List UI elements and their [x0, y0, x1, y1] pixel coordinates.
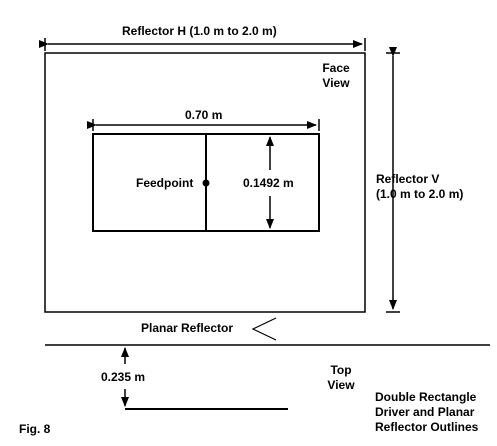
figure-caption-line-1: Double Rectangle [375, 390, 477, 404]
planar-reflector-arrowhead [251, 317, 277, 341]
reflector-v-line-2: (1.0 m to 2.0 m) [376, 187, 464, 201]
face-view-line-1: Face [322, 61, 350, 75]
top-view-line-2: View [327, 378, 355, 392]
figure-caption-line-3: Reflector Outlines [375, 420, 479, 434]
figure-caption: Double Rectangle Driver and Planar Refle… [375, 390, 478, 435]
top-view-label: Top View [321, 363, 361, 393]
reflector-h-label: Reflector H (1.0 m to 2.0 m) [122, 24, 277, 38]
feedpoint-dot [202, 179, 210, 187]
feedpoint-label: Feedpoint [136, 176, 194, 190]
figure-caption-line-2: Driver and Planar [375, 405, 475, 419]
spacing-label: 0.235 m [101, 370, 146, 384]
planar-reflector-label: Planar Reflector [141, 321, 234, 335]
top-view-line-1: Top [330, 363, 352, 377]
figure-number: Fig. 8 [19, 422, 51, 436]
face-view-label: Face View [314, 61, 358, 91]
reflector-v-line-1: Reflector V [376, 172, 440, 186]
driver-height-label: 0.1492 m [243, 176, 294, 190]
reflector-v-label: Reflector V (1.0 m to 2.0 m) [376, 172, 463, 202]
face-view-line-2: View [322, 76, 350, 90]
driver-width-label: 0.70 m [185, 108, 223, 122]
reflector-outline [44, 52, 366, 313]
